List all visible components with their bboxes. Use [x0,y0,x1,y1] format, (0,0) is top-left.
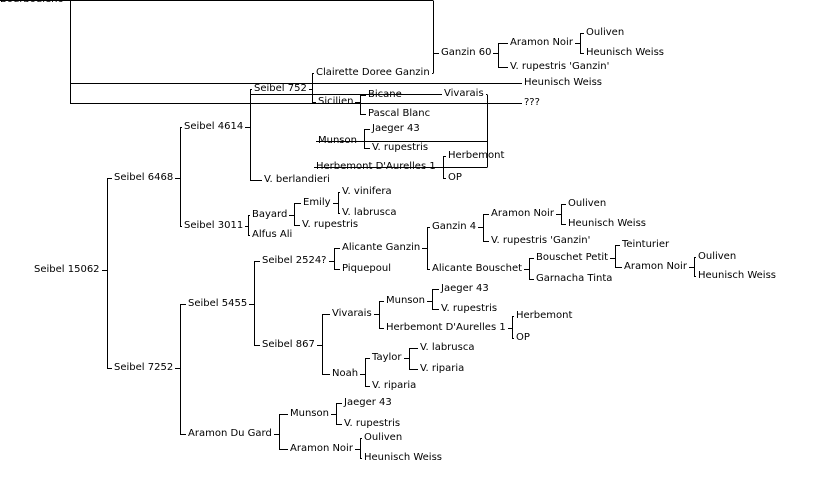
node-heunisch-weiss: Heunisch Weiss [698,270,777,281]
node-munson: Munson [386,295,425,306]
node-piquepoul: Piquepoul [342,263,392,274]
node-herbemont: Herbemont [516,310,573,321]
node-jaeger-43: Jaeger 43 [441,283,489,294]
node-aramon-noir: Aramon Noir [290,443,353,454]
node-taylor: Taylor [372,352,402,363]
node-munson: Munson [290,408,329,419]
node-vivarais: Vivarais [332,308,372,319]
node-heunisch-weiss: Heunisch Weiss [364,452,443,463]
node-seibel-867: Seibel 867 [262,339,315,350]
node-v-labrusca: V. labrusca [342,207,397,218]
node-seibel-3011: Seibel 3011 [184,220,244,231]
node-seibel-7252: Seibel 7252 [114,362,174,373]
node-heunisch-weiss: Heunisch Weiss [524,77,603,88]
node-seibel-2524: Seibel 2524? [262,255,327,266]
node-herbemont-d-aurelles-1: Herbemont D'Aurelles 1 [316,161,436,172]
node-noah: Noah [332,368,359,379]
node-seibel-4614: Seibel 4614 [184,121,244,132]
node-teinturier: Teinturier [622,239,670,250]
node-seibel-5455: Seibel 5455 [188,298,248,309]
node-munson: Munson [318,135,357,146]
node-emily: Emily [303,197,331,208]
node-herbemont-d-aurelles-1: Herbemont D'Aurelles 1 [386,322,506,333]
node-bourboulenc: Bourboulenc [0,0,63,6]
node-ouliven: Ouliven [586,27,625,38]
node-garnacha-tinta: Garnacha Tinta [536,273,613,284]
node-v-rupestris-ganzin: V. rupestris 'Ganzin' [510,61,610,72]
node-pascal-blanc: Pascal Blanc [368,108,431,119]
node-alicante-bouschet: Alicante Bouschet [432,263,523,274]
node-ouliven: Ouliven [568,198,607,209]
node-ouliven: Ouliven [698,251,737,262]
node-v-vinifera: V. vinifera [342,186,392,197]
node-herbemont: Herbemont [448,150,505,161]
node-clairette-doree-ganzin: Clairette Doree Ganzin [316,67,430,78]
node-jaeger-43: Jaeger 43 [372,123,420,134]
node-v-rupestris: V. rupestris [441,303,498,314]
node-v-berlandieri: V. berlandieri [264,174,330,185]
node-seibel-15062: Seibel 15062 [34,264,100,275]
node-heunisch-weiss: Heunisch Weiss [586,47,665,58]
node-ganzin-4: Ganzin 4 [432,221,477,232]
node-aramon-noir: Aramon Noir [624,261,687,272]
node-ouliven: Ouliven [364,432,403,443]
node-v-labrusca: V. labrusca [420,342,475,353]
node-seibel-6468: Seibel 6468 [114,172,174,183]
node-bicane: Bicane [368,89,402,100]
node-v-rupestris: V. rupestris [372,142,429,153]
node-op: OP [448,172,462,183]
node-jaeger-43: Jaeger 43 [344,397,392,408]
node-bayard: Bayard [252,209,288,220]
node-ganzin-60: Ganzin 60 [441,47,492,58]
node-alfus-ali: Alfus Ali [252,229,293,240]
node-v-rupestris: V. rupestris [302,219,359,230]
node-alicante-ganzin: Alicante Ganzin [342,242,421,253]
node-bouschet-petit: Bouschet Petit [536,252,609,263]
node-v-riparia: V. riparia [420,363,465,374]
node-op: OP [516,332,530,343]
node-aramon-noir: Aramon Noir [510,37,573,48]
node-vivarais: Vivarais [444,88,484,99]
node-unknown: ??? [524,97,540,108]
node-v-rupestris-ganzin: V. rupestris 'Ganzin' [491,235,591,246]
node-sicilien: Sicilien [318,96,354,107]
node-heunisch-weiss: Heunisch Weiss [568,218,647,229]
node-aramon-du-gard: Aramon Du Gard [188,428,272,439]
node-v-riparia: V. riparia [372,380,417,391]
node-v-rupestris: V. rupestris [344,418,401,429]
node-seibel-752: Seibel 752 [254,83,307,94]
node-aramon-noir: Aramon Noir [491,208,554,219]
